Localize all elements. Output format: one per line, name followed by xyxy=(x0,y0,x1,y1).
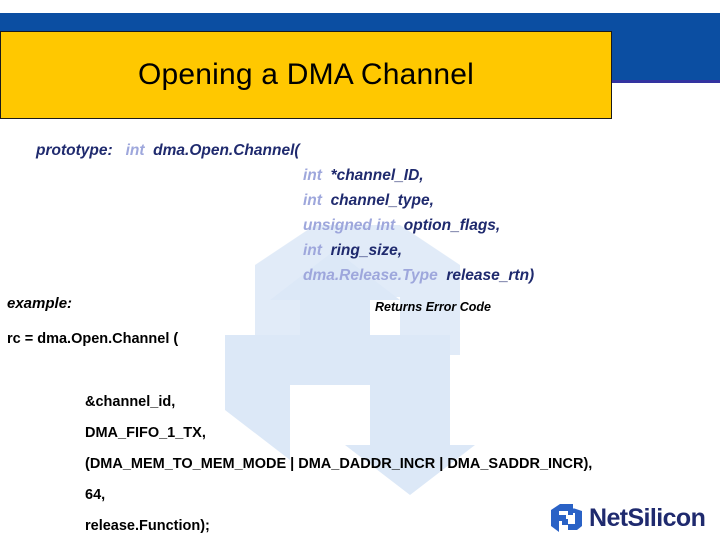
example-code-line: &channel_id, xyxy=(85,394,176,410)
param-type: int xyxy=(303,192,322,209)
page-title: Opening a DMA Channel xyxy=(137,58,475,91)
param-name: release_rtn) xyxy=(446,267,535,284)
prototype-param-line: dma.Release.Type release_rtn) xyxy=(36,263,656,288)
prototype-block: prototype: int dma.Open.Channel( int *ch… xyxy=(36,138,656,288)
example-code-line: rc = dma.Open.Channel ( xyxy=(7,331,179,347)
example-code-line: (DMA_MEM_TO_MEM_MODE | DMA_DADDR_INCR | … xyxy=(85,456,593,472)
returns-error-code-note: Returns Error Code xyxy=(375,300,491,314)
param-type: int xyxy=(303,242,322,259)
prototype-signature-line: prototype: int dma.Open.Channel( xyxy=(36,138,656,163)
prototype-param-line: int channel_type, xyxy=(36,188,656,213)
example-label: example: xyxy=(7,295,73,312)
prototype-label: prototype: xyxy=(36,142,113,159)
prototype-param-line: int *channel_ID, xyxy=(36,163,656,188)
prototype-param-line: unsigned int option_flags, xyxy=(36,213,656,238)
prototype-return-type: int xyxy=(125,142,145,159)
slide-title-box: Opening a DMA Channel xyxy=(0,31,612,119)
netsilicon-logo: NetSilicon xyxy=(546,500,714,536)
param-name: option_flags, xyxy=(403,217,501,234)
param-type: dma.Release.Type xyxy=(303,267,438,284)
example-code-line: 64, xyxy=(85,487,106,503)
param-name: ring_size, xyxy=(330,242,403,259)
param-name: *channel_ID, xyxy=(330,167,424,184)
param-type: int xyxy=(303,167,322,184)
example-code-line: DMA_FIFO_1_TX, xyxy=(85,425,206,441)
prototype-function-name: dma.Open.Channel( xyxy=(153,142,300,159)
param-type: unsigned int xyxy=(303,217,396,234)
example-code-line: release.Function); xyxy=(85,518,210,534)
param-name: channel_type, xyxy=(330,192,434,209)
netsilicon-wordmark: NetSilicon xyxy=(589,503,706,532)
prototype-param-line: int ring_size, xyxy=(36,238,656,263)
netsilicon-mark-icon xyxy=(546,502,586,534)
